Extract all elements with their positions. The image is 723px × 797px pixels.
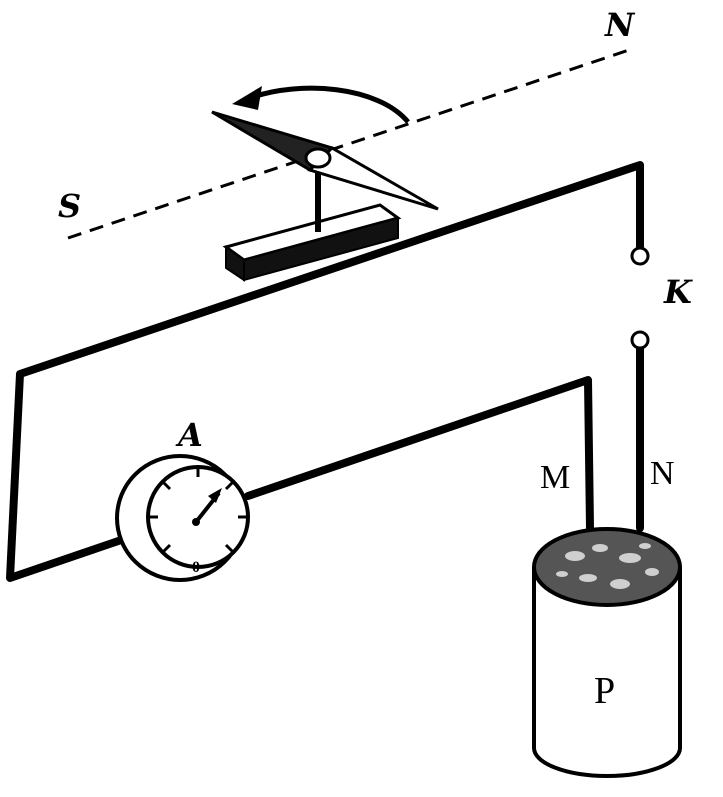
ammeter-zero: 0 [192, 559, 200, 576]
ammeter-pointer-tip [208, 488, 222, 503]
switch-terminal-bottom [630, 330, 650, 350]
wire-ammeter-to-m [244, 376, 594, 532]
rotation-arrow-head [232, 86, 262, 110]
wire-outer-loop [6, 161, 644, 582]
north-south-line [67, 46, 636, 240]
switch-k: K [630, 246, 693, 350]
south-label: S [58, 187, 81, 225]
container-label: P [594, 670, 615, 712]
terminal-m-label: M [540, 459, 570, 496]
ammeter-label: A [175, 416, 203, 454]
ammeter-pointer-hub [192, 518, 200, 526]
switch-terminal-top [630, 246, 650, 266]
ammeter: 0 A [115, 416, 250, 582]
compass-needle-stand [211, 85, 439, 282]
container-top [532, 527, 682, 607]
north-label: N [604, 6, 636, 44]
switch-label: K [663, 273, 693, 311]
terminal-n-label: N [650, 455, 675, 492]
needle-base-side [243, 216, 399, 282]
container-top-speckle [556, 543, 659, 589]
needle-hub [304, 147, 332, 169]
container-body [532, 567, 682, 778]
rotation-arrow [249, 85, 410, 124]
ammeter-ticks [148, 467, 248, 554]
container-p: P [532, 527, 682, 778]
